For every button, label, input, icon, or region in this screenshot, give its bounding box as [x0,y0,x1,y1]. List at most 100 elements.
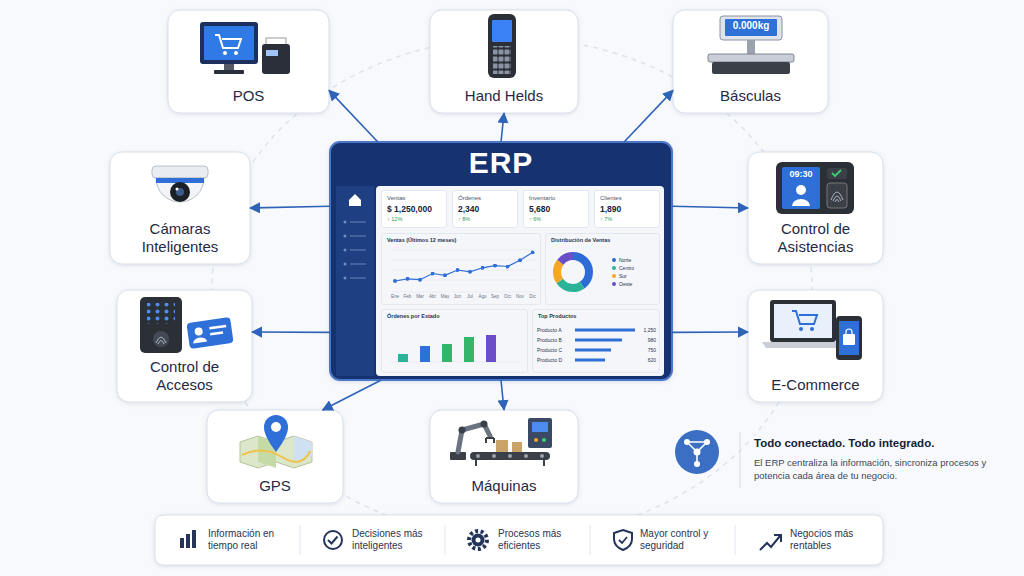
camera-icon [152,166,208,202]
note-text: Todo conectado. Todo integrado. [752,436,1002,452]
scale-icon [712,62,790,74]
box-background [430,10,578,113]
node-text: ↑ 12% [387,216,441,223]
line-chart [392,250,536,292]
device-box: POS [168,10,329,113]
device-box: Control de Accesos [117,290,252,402]
top-products-bars [575,339,622,342]
line-chart [395,252,533,281]
access-control-icon [209,325,226,330]
benefit-icons [324,531,342,549]
benefit-icons [180,538,184,548]
display-readout: 09:30 [782,169,820,180]
box-background [155,515,883,565]
kpi-card: Órdenes2,340↑ 8% [452,190,518,228]
benefit-icons [476,538,481,543]
node-label: Hand Helds [465,87,543,105]
node-text: ↑ 6% [529,216,583,223]
display-readout: 0.000kg [725,20,777,32]
connector-arrow [329,90,378,142]
access-control-icon [140,297,234,353]
node-label: Control de Accesos [125,358,245,394]
benefit-icons [180,525,781,555]
benefit-icons [760,536,780,550]
network-icon [675,430,719,474]
handheld-icon [493,46,511,74]
node-text: Distribución de Ventas [551,237,654,244]
node-text: $ 1,250,000 [387,204,441,214]
chart-label: 1,250 [636,327,656,333]
legend-text: Sur [619,273,627,279]
kpi-card: Ventas$ 1,250,000↑ 12% [381,190,447,228]
machine-icon [470,452,550,460]
pos-icon [200,22,290,74]
ecommerce-icon [843,334,855,345]
legend-swatch [612,282,616,286]
ecommerce-icon [799,327,803,331]
erp-panel [330,142,672,380]
access-control-icon [140,297,182,353]
handheld-icon [492,20,512,42]
connector-arrow [624,90,673,142]
node-text: Ventas (Últimos 12 meses) [387,237,535,244]
attendance-clock-icon [832,170,841,176]
node-text: Órdenes [458,195,512,202]
machine-icon [459,427,466,434]
device-box: Control de Asistencias [748,152,883,264]
camera-icon [152,166,208,178]
dashboard-screen [349,194,361,206]
node-text: Mayor control y seguridad [640,528,730,553]
access-control-icon [186,317,233,349]
bar-chart [442,344,452,362]
dashboard-screen [336,186,664,376]
pos-icon [224,64,234,70]
node-text: Inventario [529,195,583,202]
chart-label: Ago [476,294,490,299]
donut-chart [557,256,589,288]
pos-icon [200,22,258,64]
gps-icon [294,436,312,462]
chart-label: Jul [463,294,477,299]
chart-label: Abr [426,294,440,299]
legend-swatch [612,274,616,278]
node-label: ERP [469,145,534,181]
attendance-clock-icon [827,168,847,179]
connector-arrow [501,380,504,410]
ecommerce-icon [846,329,852,334]
benefit-band: Información en tiempo realDecisiones más… [155,515,883,565]
legend-text: Norte [619,257,631,263]
machine-icon [528,418,552,448]
device-box: Hand Helds [430,10,578,113]
network-icon [694,449,701,456]
ecommerce-icon [792,311,817,324]
machine-icon [476,454,480,458]
machine-icon [540,454,544,458]
node-text: 5,680 [529,204,583,214]
pos-icon [234,51,238,55]
chart-label: Producto A [537,327,573,333]
machine-icon [481,421,488,428]
connector-arrow [672,331,748,333]
gps-icon [242,450,310,461]
box-background [748,152,883,264]
box-background [748,290,883,402]
chart-label: Dic [526,294,540,299]
machine-icon [486,438,494,443]
chart-label: May [438,294,452,299]
box-background [168,10,329,113]
machine-icon [476,460,544,466]
ecommerce-icon [762,342,844,348]
access-control-icon [147,303,175,324]
benefit-icons [469,531,487,549]
node-text: ↑ 8% [458,216,512,223]
machine-icon [542,438,546,442]
network-icon [704,439,710,445]
kpi-card: Clientes1,890↑ 7% [594,190,660,228]
machine-icon [532,422,548,432]
node-text: Top Productos [538,313,654,320]
node-label: POS [233,87,265,105]
chart-label: Ene [388,294,402,299]
camera-icon [156,178,204,202]
chart-panel: Distribución de Ventas [545,233,660,305]
benefit-icons [192,530,196,548]
